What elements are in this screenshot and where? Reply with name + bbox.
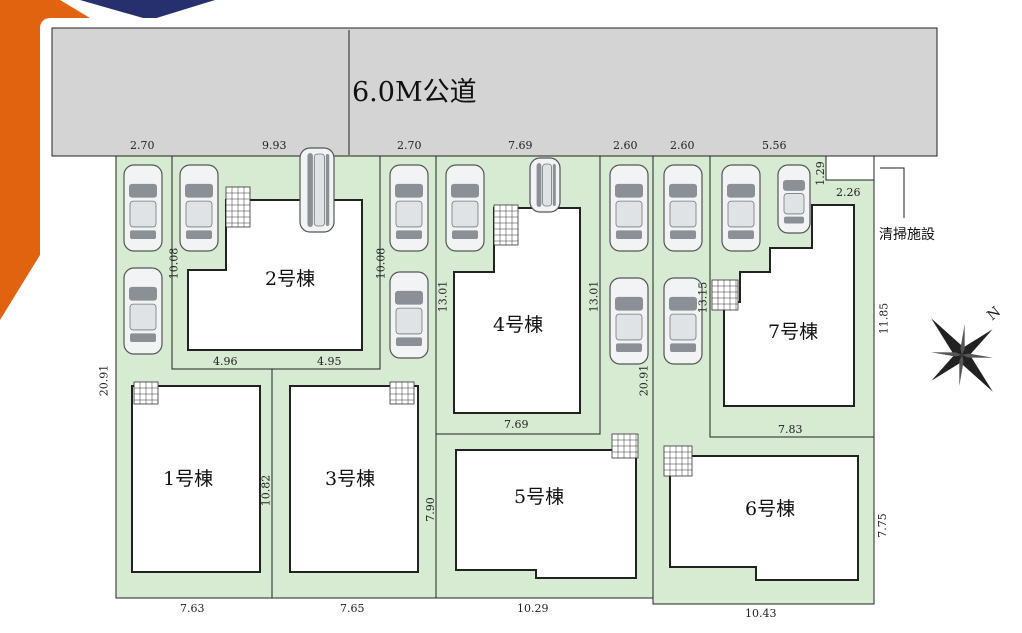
dim-bottom-7-63: 7.63 bbox=[180, 602, 205, 615]
dim-h-4-96: 4.96 bbox=[213, 355, 238, 368]
building-1 bbox=[131, 385, 261, 573]
compass-rose-icon bbox=[931, 318, 993, 392]
parked-car-icon bbox=[389, 164, 429, 252]
dim-top-5-56: 5.56 bbox=[762, 139, 787, 152]
buildings bbox=[131, 199, 859, 581]
parked-car-icon bbox=[445, 164, 485, 252]
dim-v-10-08-a: 10.08 bbox=[167, 247, 181, 280]
dim-v-20-91-a: 20.91 bbox=[97, 364, 111, 397]
dim-v-13-01-a: 13.01 bbox=[436, 280, 450, 313]
compass-north-label: N bbox=[984, 304, 1004, 324]
cleaning-facility-label: 清掃施設 bbox=[879, 227, 935, 243]
public-road bbox=[51, 27, 938, 157]
dim-v-10-82: 10.82 bbox=[259, 474, 273, 507]
dim-v-10-08-b: 10.08 bbox=[374, 247, 388, 280]
building-6 bbox=[669, 455, 859, 581]
building-6-label: 6号棟 bbox=[745, 498, 796, 520]
dim-h-7-69: 7.69 bbox=[504, 418, 529, 431]
parked-car-icon bbox=[299, 147, 335, 233]
building-3-label: 3号棟 bbox=[325, 468, 376, 490]
parked-car-icon bbox=[663, 164, 703, 252]
parked-car-icon bbox=[609, 164, 649, 252]
dim-bottom-10-43: 10.43 bbox=[745, 607, 777, 620]
dim-top-7-69: 7.69 bbox=[508, 139, 533, 152]
building-2 bbox=[187, 199, 363, 351]
parked-car-icon bbox=[389, 271, 429, 359]
dim-top-9-93: 9.93 bbox=[262, 139, 287, 152]
dim-top-2-70-b: 2.70 bbox=[397, 139, 422, 152]
dim-bottom-10-29: 10.29 bbox=[517, 602, 549, 615]
dim-v-1-29: 1.29 bbox=[813, 161, 827, 186]
building-1-label: 1号棟 bbox=[163, 468, 214, 490]
parked-car-icon bbox=[609, 277, 649, 365]
building-7-label: 7号棟 bbox=[768, 321, 819, 343]
dim-v-7-75: 7.75 bbox=[875, 513, 889, 538]
dim-top-2-60-b: 2.60 bbox=[670, 139, 695, 152]
dim-top-2-26: 2.26 bbox=[836, 186, 861, 199]
dim-v-11-85: 11.85 bbox=[877, 302, 891, 335]
dim-v-13-15: 13.15 bbox=[696, 281, 710, 314]
parked-car-icon bbox=[529, 157, 561, 213]
dim-v-20-91-b: 20.91 bbox=[637, 364, 651, 397]
building-5 bbox=[455, 449, 637, 579]
parked-car-icon bbox=[179, 164, 219, 252]
parked-car-icon bbox=[123, 267, 163, 355]
parked-car-icon bbox=[663, 277, 703, 365]
building-2-label: 2号棟 bbox=[265, 268, 316, 290]
road-label: 6.0M公道 bbox=[352, 77, 477, 108]
building-7 bbox=[723, 204, 855, 407]
dim-bottom-7-65: 7.65 bbox=[340, 602, 365, 615]
navy-ribbon bbox=[80, 0, 215, 20]
building-4-label: 4号棟 bbox=[493, 314, 544, 336]
building-5-label: 5号棟 bbox=[514, 486, 565, 508]
parked-car-icon bbox=[123, 164, 163, 252]
building-3 bbox=[289, 385, 419, 573]
facility-leader-line bbox=[880, 167, 905, 218]
dim-v-13-01-b: 13.01 bbox=[587, 280, 601, 313]
dim-h-7-83: 7.83 bbox=[778, 423, 803, 436]
cleaning-facility-area bbox=[825, 155, 875, 181]
dim-top-2-70-a: 2.70 bbox=[130, 139, 155, 152]
parked-car-icon bbox=[721, 164, 761, 252]
parked-car-icon bbox=[777, 164, 811, 234]
parking-cars bbox=[123, 147, 811, 365]
building-4 bbox=[453, 207, 581, 414]
dim-top-2-60-a: 2.60 bbox=[613, 139, 638, 152]
dim-h-4-95: 4.95 bbox=[317, 355, 342, 368]
dim-v-7-90: 7.90 bbox=[423, 497, 437, 522]
